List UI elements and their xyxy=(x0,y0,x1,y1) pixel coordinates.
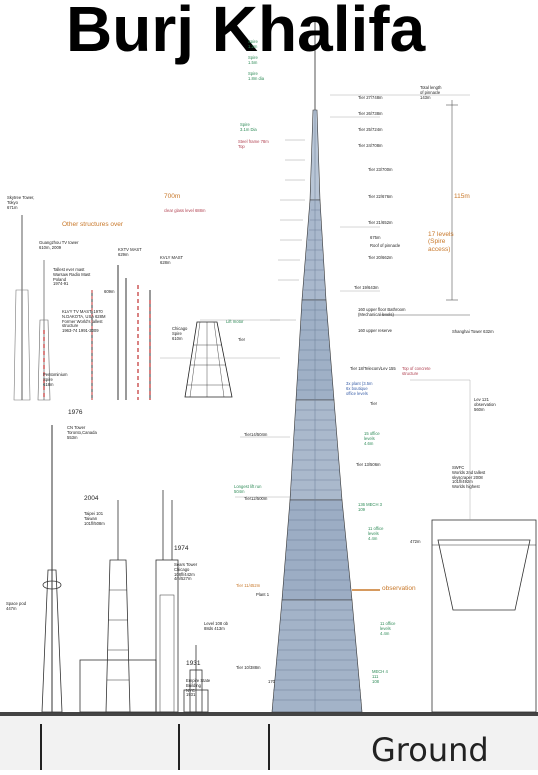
plant1-label: Plant 1 xyxy=(256,592,270,597)
tier-b-label: Tier xyxy=(370,401,378,406)
swfc-tower xyxy=(431,519,537,713)
other-structures-label: Other structures over xyxy=(62,221,124,228)
page-title: Burj Khalifa xyxy=(66,0,426,65)
tier21-label: Tier 21/652m xyxy=(368,220,393,225)
observation-label: observation xyxy=(382,585,416,592)
tier18-label: Tier 18/Telecom/Lev 155 xyxy=(350,366,396,371)
tier24-label: Tier 24/708m xyxy=(358,143,383,148)
ground-label: Ground xyxy=(371,731,489,769)
ground-line xyxy=(0,712,538,716)
height-472-label: 472m xyxy=(410,539,421,544)
pointer-lines xyxy=(160,94,471,520)
year-1976-label: 1976 xyxy=(68,409,83,416)
tier23-label: Tier 23/700m xyxy=(368,167,393,172)
year-2004-label: 2004 xyxy=(84,495,99,502)
burj-khalifa-tower xyxy=(271,20,363,713)
tier20-label: Tier 20/662m xyxy=(368,255,393,260)
tier11-label: Tier 11/452m xyxy=(236,583,261,588)
tier26-label: Tier 26/738m xyxy=(358,111,383,116)
sears-tower xyxy=(155,490,179,713)
height-115-label: 115m xyxy=(454,193,470,200)
radio-masts xyxy=(91,265,151,400)
level-170-label: 170 xyxy=(268,679,275,684)
tier12-label: Tier12/500m xyxy=(244,496,268,501)
guangzhou-tower xyxy=(37,260,51,401)
height-700-label: 700m xyxy=(164,193,181,200)
empire-state-building xyxy=(183,645,209,713)
upper-reserve-label: 160 upper reserve xyxy=(358,328,392,333)
cn-tower xyxy=(41,425,63,713)
shanghai-tower-line xyxy=(380,100,470,316)
lift-mech-label: 160 upper floor Bathroom(Mechanical leve… xyxy=(358,307,406,317)
skytree-tower xyxy=(13,215,31,401)
shanghai-label: Shanghai Tower 632m xyxy=(452,329,494,334)
taipei-101 xyxy=(79,500,157,713)
tier22-label: Tier 22/676m xyxy=(368,194,393,199)
tier19-label: Tier 19/643m xyxy=(354,285,379,290)
height-675-label: 675m xyxy=(370,235,381,240)
year-1974-label: 1974 xyxy=(174,545,189,552)
roof-pinnacle-label: Roof of pinnacle xyxy=(370,243,401,248)
tier25-label: Tier 25/724m xyxy=(358,127,383,132)
tier27-label: Tier 27/748m xyxy=(358,95,383,100)
mast-609-label: 609m xyxy=(104,289,115,294)
tower-tick-marks xyxy=(270,139,305,321)
tier10-label: Tier 10/388m xyxy=(236,665,261,670)
tier-label: Tier xyxy=(238,337,246,342)
tower-section-5 xyxy=(271,599,363,713)
chicago-spire xyxy=(184,321,233,398)
tier13-label: Tier 13/506m xyxy=(356,462,381,467)
year-1931-label: 1931 xyxy=(186,660,201,667)
clear-glass-label: clear glass level 688m xyxy=(164,208,206,213)
tier14-label: Tier14/504m xyxy=(244,432,268,437)
lift-motor-label: Lift motor xyxy=(226,319,244,324)
